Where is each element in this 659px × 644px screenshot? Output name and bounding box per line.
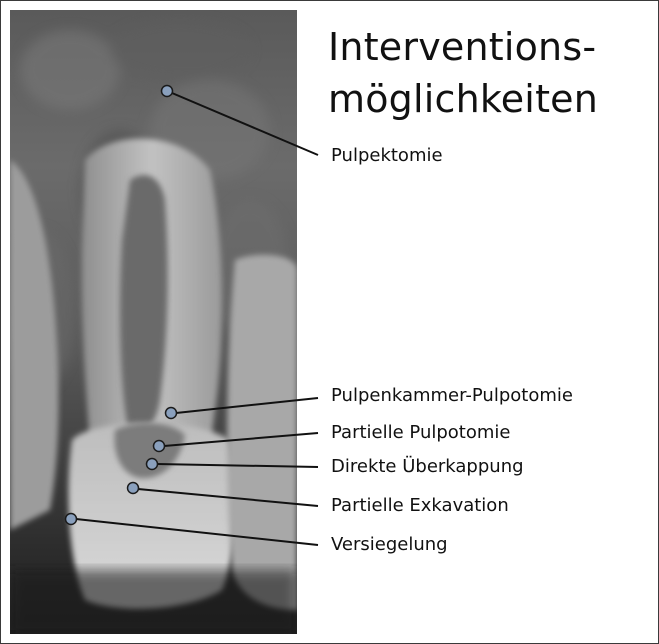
marker-versiegelung — [66, 514, 77, 525]
leader-line-pulpenkammer-pulpotomie — [176, 398, 318, 413]
leader-line-partielle-exkavation — [138, 489, 318, 506]
label-direkte-ueberkappung: Direkte Überkappung — [331, 458, 524, 476]
marker-direkte-ueberkappung — [147, 459, 158, 470]
marker-pulpektomie — [162, 86, 173, 97]
leader-line-partielle-pulpotomie — [164, 433, 318, 446]
marker-partielle-pulpotomie — [154, 441, 165, 452]
leader-line-versiegelung — [76, 519, 318, 545]
leader-line-direkte-ueberkappung — [157, 464, 318, 467]
marker-partielle-exkavation — [128, 483, 139, 494]
label-partielle-pulpotomie: Partielle Pulpotomie — [331, 424, 510, 442]
label-pulpektomie: Pulpektomie — [331, 147, 443, 165]
label-partielle-exkavation: Partielle Exkavation — [331, 497, 509, 515]
label-pulpenkammer-pulpotomie: Pulpenkammer-Pulpotomie — [331, 387, 573, 405]
leader-line-pulpektomie — [172, 93, 318, 155]
label-versiegelung: Versiegelung — [331, 536, 448, 554]
marker-pulpenkammer-pulpotomie — [166, 408, 177, 419]
